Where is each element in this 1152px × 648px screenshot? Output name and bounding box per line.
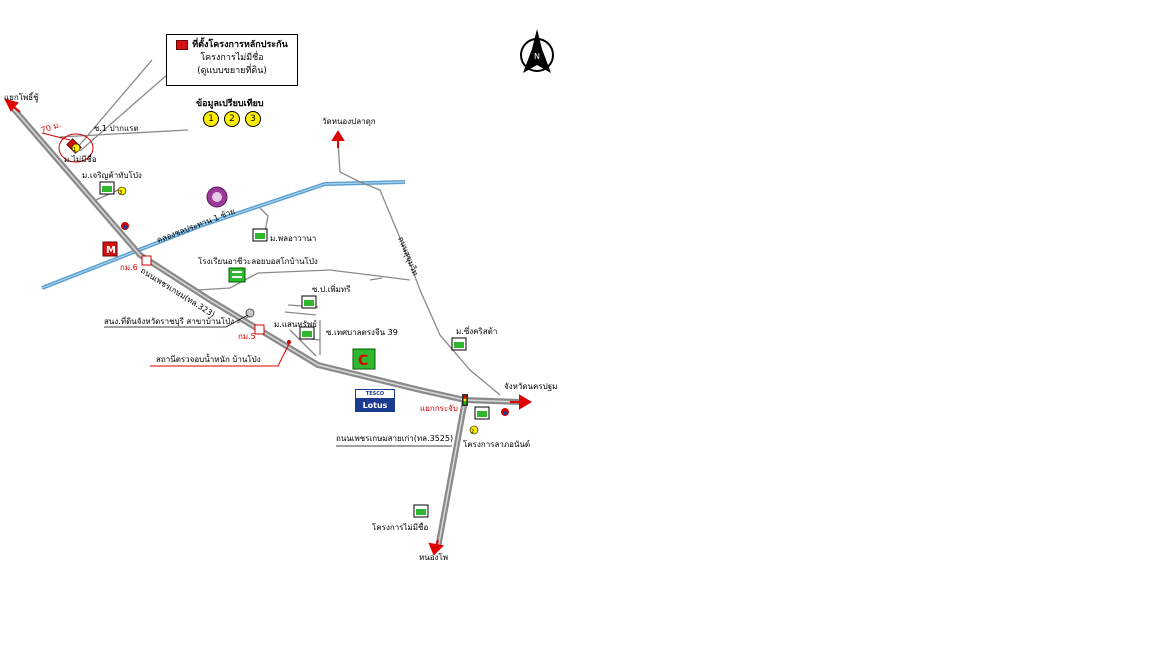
callout-lines (150, 343, 290, 367)
svg-text:M: M (106, 245, 116, 256)
comparison-marker-2: 2 (224, 111, 240, 127)
legend-line3: (ดูแบบขยายที่ดิน) (197, 66, 267, 76)
label-mu-saen: ม.แสนทรัพย์ (274, 319, 317, 329)
gas-station-icon (121, 222, 509, 416)
project-square-icon (176, 39, 189, 50)
map-marker-1: 1 (73, 147, 76, 153)
legend-line1: ที่ตั้งโครงการหลักประกัน (192, 40, 288, 50)
label-rd-phet-old: ถนนเพชรเกษมสายเก่า(ทล.3525) (336, 434, 453, 443)
label-mu-ruby: ม.ซึ่งคริสต้า (456, 325, 497, 336)
label-wat-nong-plalod: วัดหนองปลาดุก (322, 117, 376, 126)
label-nong-pho: หนองโพ (419, 552, 448, 562)
label-mu-charoen: ม.เจริญค้าทับโป่ง (82, 170, 142, 180)
label-jct-kongkanta: แยกกระจับ (420, 404, 458, 413)
comparison-marker-3: 3 (245, 111, 261, 127)
label-school: โรงเรียนอาชีวะลอยบอสโกบ้านโป่ง (198, 256, 318, 266)
comparison-label: ข้อมูลเปรียบเทียบ (196, 99, 264, 109)
label-proj-nameless: โครงการไม่มีชื่อ (372, 521, 428, 532)
label-mu-wichai: ม.ไม่มีชื่อ (64, 153, 97, 164)
label-rd-khemthong: ถนนสุขุมวิท (396, 235, 420, 277)
label-km5: กม.5 (238, 332, 256, 341)
label-proj-home: โครงการลาภอนันต์ (463, 439, 530, 449)
map-comparison-marker (71, 143, 479, 435)
label-km6: กม.6 (120, 263, 138, 272)
house-icon (99, 181, 490, 518)
label-soi1: ซ.1 ปากแรด (94, 124, 139, 133)
label-soi-thesaban: ซ.เทศบาลตรงจีน 39 (326, 328, 398, 337)
label-hwy: ถนนเพชรเกษม(ทล.323) (139, 266, 217, 319)
label-nakhon-pathom: จังหวัดนครปฐม (504, 382, 557, 391)
svg-text:C: C (358, 353, 368, 369)
km-marker-icon (141, 255, 265, 335)
label-station: สถานีตรวจอบน้ำหนัก บ้านโป่ง (156, 353, 261, 364)
label-distance: 70 ม. (40, 120, 62, 135)
map-marker-2: 2 (471, 429, 474, 435)
direction-arrows (4, 98, 532, 556)
school-icon (228, 267, 246, 283)
c-badge-icon: C (352, 348, 376, 370)
svg-text:N: N (534, 52, 540, 61)
temple-icon (206, 186, 228, 208)
label-mae-phutsa: แยกโพธิ์ชู้ (4, 91, 39, 103)
m-badge-icon: M (102, 241, 118, 257)
label-canal: คลองชลประทาน 1 ซ้าย (155, 207, 236, 245)
traffic-light-icon (462, 394, 468, 406)
legend-line2: โครงการไม่มีชื่อ (200, 53, 264, 63)
label-soi-sinchai: ซ.ป.เพิ่มทรี (312, 283, 351, 294)
tesco-lotus-logo: TESCO Lotus (355, 389, 395, 413)
map-marker-3: 3 (119, 190, 122, 196)
legend-box: ที่ตั้งโครงการหลักประกัน โครงการไม่มีชื่… (166, 34, 298, 86)
label-mu-phakawan: ม.พลอาวานา (270, 234, 316, 243)
north-arrow-icon: N (520, 29, 554, 73)
label-office: สนง.ที่ดินจังหวัดราชบุรี สาขาบ้านโป่ง (104, 315, 234, 326)
comparison-marker-1: 1 (203, 111, 219, 127)
weigh-station-icon (287, 340, 291, 344)
